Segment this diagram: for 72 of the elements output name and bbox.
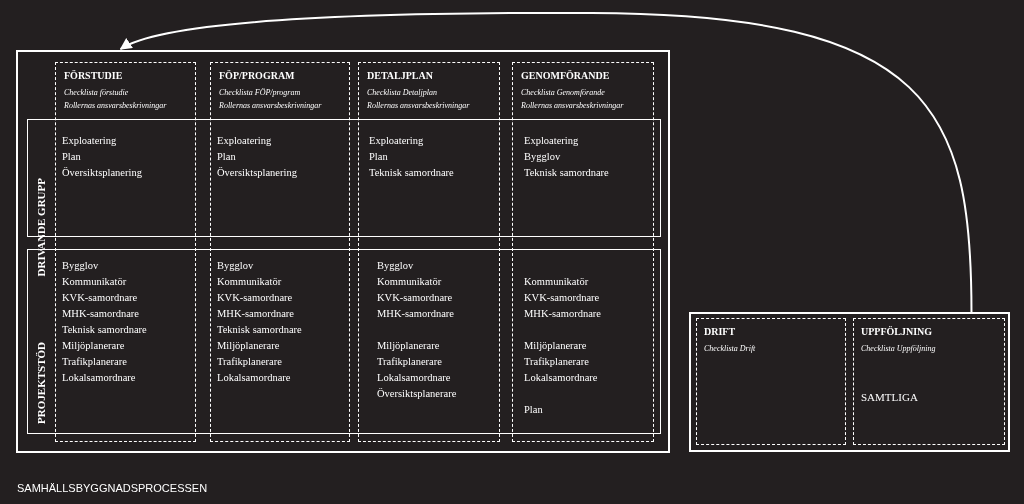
- checklist-text: Rollernas ansvarsbeskrivningar: [219, 101, 322, 110]
- role-text: Bygglov: [524, 151, 561, 162]
- note-text: SAMTLIGA: [861, 391, 918, 403]
- phase-column: [358, 62, 500, 442]
- checklist-text: Checklista FÖP/program: [219, 88, 301, 97]
- frame-box: [689, 312, 1010, 452]
- role-text: Plan: [217, 151, 236, 162]
- checklist-text: Checklista Detaljplan: [367, 88, 437, 97]
- role-text: MHK-samordnare: [524, 308, 601, 319]
- role-text: MHK-samordnare: [217, 308, 294, 319]
- role-text: Översiktsplanering: [217, 167, 297, 178]
- group-title: DRIVANDE GRUPP: [35, 178, 47, 277]
- role-text: Exploatering: [62, 135, 117, 146]
- role-text: KVK-samordnare: [524, 292, 600, 303]
- role-text: Exploatering: [369, 135, 424, 146]
- role-text: Trafikplanerare: [524, 356, 589, 367]
- phase-title: DRIFT: [704, 326, 736, 337]
- phase-column: [55, 62, 196, 442]
- role-text: Trafikplanerare: [62, 356, 127, 367]
- role-text: Översiktsplanerare: [377, 388, 457, 399]
- role-text: Trafikplanerare: [217, 356, 282, 367]
- role-text: Miljöplanerare: [377, 340, 440, 351]
- phase-title: FÖP/PROGRAM: [219, 70, 295, 81]
- role-text: Bygglov: [217, 260, 254, 271]
- phase-column: [210, 62, 350, 442]
- checklist-text: Checklista Drift: [704, 344, 756, 353]
- role-text: MHK-samordnare: [377, 308, 454, 319]
- phase-title: UPPFÖLJNING: [861, 326, 933, 337]
- role-text: Exploatering: [217, 135, 272, 146]
- role-text: Plan: [62, 151, 81, 162]
- role-text: Lokalsamordnare: [377, 372, 451, 383]
- checklist-text: Rollernas ansvarsbeskrivningar: [64, 101, 167, 110]
- role-text: KVK-samordnare: [62, 292, 138, 303]
- role-text: Lokalsamordnare: [524, 372, 598, 383]
- role-text: Miljöplanerare: [217, 340, 280, 351]
- role-text: Kommunikatör: [62, 276, 127, 287]
- role-text: Plan: [524, 404, 543, 415]
- phase-column: [853, 318, 1005, 445]
- role-text: Lokalsamordnare: [217, 372, 291, 383]
- checklist-text: Checklista Genomförande: [521, 88, 605, 97]
- checklist-text: Rollernas ansvarsbeskrivningar: [367, 101, 470, 110]
- role-text: Kommunikatör: [377, 276, 442, 287]
- checklist-text: Checklista Uppföljning: [861, 344, 936, 353]
- role-text: Teknisk samordnare: [217, 324, 302, 335]
- group-title: PROJEKTSTÖD: [35, 342, 47, 424]
- phase-title: GENOMFÖRANDE: [521, 70, 610, 81]
- role-text: Miljöplanerare: [62, 340, 125, 351]
- role-text: Miljöplanerare: [524, 340, 587, 351]
- phase-column: [512, 62, 654, 442]
- role-text: Teknisk samordnare: [369, 167, 454, 178]
- frame-box: [16, 50, 670, 453]
- phase-title: FÖRSTUDIE: [64, 70, 123, 81]
- role-text: Teknisk samordnare: [62, 324, 147, 335]
- role-text: Översiktsplanering: [62, 167, 142, 178]
- role-text: MHK-samordnare: [62, 308, 139, 319]
- role-text: KVK-samordnare: [217, 292, 293, 303]
- phase-title: DETALJPLAN: [367, 70, 433, 81]
- role-text: Trafikplanerare: [377, 356, 442, 367]
- role-text: Bygglov: [377, 260, 414, 271]
- curved-arrow: [119, 12, 973, 313]
- checklist-text: Rollernas ansvarsbeskrivningar: [521, 101, 624, 110]
- role-text: Exploatering: [524, 135, 579, 146]
- role-text: Kommunikatör: [524, 276, 589, 287]
- role-text: Bygglov: [62, 260, 99, 271]
- checklist-text: Checklista förstudie: [64, 88, 129, 97]
- role-text: Kommunikatör: [217, 276, 282, 287]
- role-text: Teknisk samordnare: [524, 167, 609, 178]
- role-text: KVK-samordnare: [377, 292, 453, 303]
- caption-text: SAMHÄLLSBYGGNADSPROCESSEN: [17, 482, 208, 494]
- role-text: Lokalsamordnare: [62, 372, 136, 383]
- role-text: Plan: [369, 151, 388, 162]
- phase-column: [696, 318, 846, 445]
